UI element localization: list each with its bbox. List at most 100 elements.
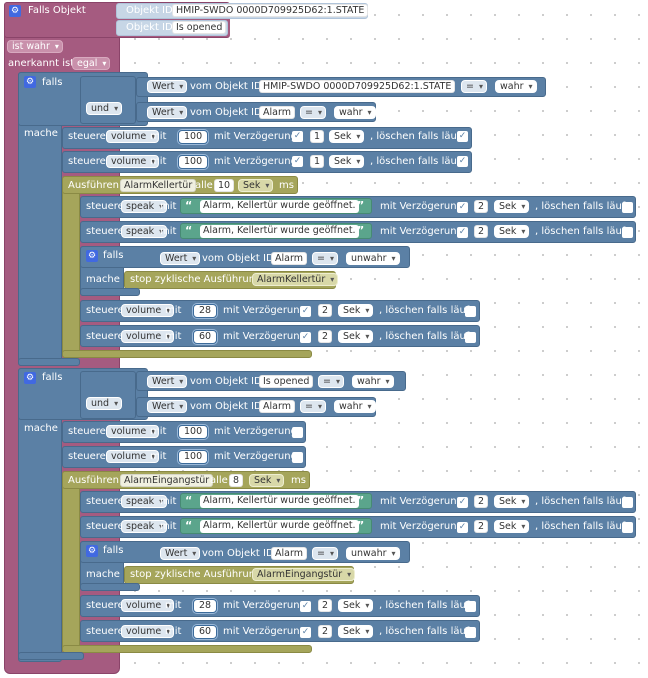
object-dropdown[interactable]: speak — [121, 225, 168, 238]
gear-icon[interactable]: ⚙ — [24, 76, 36, 88]
unit-dropdown[interactable]: Sek — [338, 625, 374, 638]
operator-dropdown[interactable]: = — [312, 547, 338, 560]
value-dropdown[interactable]: unwahr — [346, 252, 400, 265]
delay-field[interactable]: 2 — [474, 225, 489, 238]
text-value[interactable]: Alarm, Kellertür wurde geöffnet. — [200, 225, 359, 238]
value-field[interactable]: 100 — [178, 425, 209, 439]
delay-checkbox[interactable]: ✓ — [300, 627, 311, 638]
object-id-field[interactable]: HMIP-SWDO 0000D709925D62:1.STATE — [259, 80, 456, 93]
object-dropdown[interactable]: volume — [121, 625, 175, 638]
clear-checkbox[interactable] — [622, 202, 633, 213]
gear-icon[interactable]: ⚙ — [86, 250, 98, 262]
timer-name-field[interactable]: AlarmEingangstür — [120, 474, 214, 487]
clear-checkbox[interactable] — [465, 627, 476, 638]
gear-icon[interactable]: ⚙ — [9, 5, 21, 17]
control-block[interactable] — [80, 300, 480, 322]
condition-dropdown[interactable]: ist wahr — [7, 40, 63, 53]
and-dropdown[interactable]: und — [86, 102, 123, 115]
interval-field[interactable]: 10 — [214, 179, 235, 192]
object-id-field[interactable]: Alarm — [271, 252, 307, 265]
interval-unit-dropdown[interactable]: Sek — [238, 179, 274, 192]
delay-field[interactable]: 2 — [318, 625, 333, 638]
delay-field[interactable]: 2 — [474, 200, 489, 213]
object-dropdown[interactable]: volume — [106, 130, 160, 143]
if-block-1-footer[interactable] — [18, 358, 80, 366]
if-block-2-footer[interactable] — [18, 652, 84, 660]
value-type-dropdown[interactable]: Wert — [147, 400, 188, 413]
delay-field[interactable]: 2 — [474, 520, 489, 533]
value-field[interactable]: 100 — [178, 155, 209, 169]
timer-block[interactable] — [62, 176, 80, 358]
delay-checkbox[interactable] — [292, 427, 303, 438]
control-block[interactable] — [80, 325, 480, 347]
object-id-field[interactable]: Alarm — [259, 400, 295, 413]
value-field[interactable]: 28 — [193, 599, 218, 613]
object-dropdown[interactable]: speak — [121, 520, 168, 533]
unit-dropdown[interactable]: Sek — [494, 225, 530, 238]
control-block[interactable] — [80, 620, 480, 642]
value-field[interactable]: 60 — [193, 330, 218, 344]
delay-checkbox[interactable]: ✓ — [457, 522, 468, 533]
unit-dropdown[interactable]: Sek — [329, 130, 365, 143]
text-value[interactable]: Alarm, Kellertür wurde geöffnet. — [200, 495, 359, 508]
stop-name-dropdown[interactable]: AlarmEingangstür — [252, 568, 356, 581]
object-dropdown[interactable]: volume — [106, 155, 160, 168]
delay-checkbox[interactable]: ✓ — [292, 131, 303, 142]
object-id-field[interactable]: Alarm — [271, 547, 307, 560]
object-dropdown[interactable]: speak — [121, 200, 168, 213]
timer-name-field[interactable]: AlarmKellertür — [120, 179, 197, 192]
gear-icon[interactable]: ⚙ — [24, 372, 36, 384]
timer-footer[interactable] — [62, 350, 312, 358]
control-block[interactable] — [62, 127, 472, 149]
inner-if-footer[interactable] — [80, 288, 140, 296]
clear-checkbox[interactable] — [465, 332, 476, 343]
object-dropdown[interactable]: volume — [121, 304, 175, 317]
text-value[interactable]: Alarm, Kellertür wurde geöffnet. — [200, 200, 359, 213]
delay-field[interactable]: 1 — [310, 130, 325, 143]
inner-if-footer[interactable] — [80, 583, 140, 591]
value-type-dropdown[interactable]: Wert — [147, 375, 188, 388]
value-type-dropdown[interactable]: Wert — [147, 106, 188, 119]
unit-dropdown[interactable]: Sek — [494, 200, 530, 213]
delay-field[interactable]: 2 — [474, 495, 489, 508]
unit-dropdown[interactable]: Sek — [494, 495, 530, 508]
unit-dropdown[interactable]: Sek — [338, 330, 374, 343]
clear-checkbox[interactable]: ✓ — [457, 156, 468, 167]
and-block[interactable] — [80, 371, 136, 419]
object-dropdown[interactable]: volume — [106, 425, 160, 438]
text-value[interactable]: Alarm, Kellertür wurde geöffnet. — [200, 520, 359, 533]
delay-checkbox[interactable]: ✓ — [300, 306, 311, 317]
control-block[interactable] — [62, 151, 472, 173]
unit-dropdown[interactable]: Sek — [329, 155, 365, 168]
control-block[interactable] — [80, 595, 480, 617]
object-dropdown[interactable]: speak — [121, 495, 168, 508]
operator-dropdown[interactable]: = — [461, 80, 487, 93]
gear-icon[interactable]: ⚙ — [86, 545, 98, 557]
delay-checkbox[interactable] — [292, 452, 303, 463]
value-dropdown[interactable]: unwahr — [346, 547, 400, 560]
interval-unit-dropdown[interactable]: Sek — [249, 474, 285, 487]
value-dropdown[interactable]: wahr — [334, 106, 376, 119]
operator-dropdown[interactable]: = — [300, 106, 326, 119]
value-field[interactable]: 100 — [178, 450, 209, 464]
clear-checkbox[interactable] — [465, 601, 476, 612]
value-dropdown[interactable]: wahr — [334, 400, 376, 413]
value-dropdown[interactable]: wahr — [352, 375, 394, 388]
unit-dropdown[interactable]: Sek — [494, 520, 530, 533]
stop-name-dropdown[interactable]: AlarmKellertür — [252, 273, 339, 286]
delay-field[interactable]: 1 — [310, 155, 325, 168]
value-type-dropdown[interactable]: Wert — [160, 252, 201, 265]
unit-dropdown[interactable]: Sek — [338, 599, 374, 612]
value-field[interactable]: 100 — [178, 130, 209, 144]
clear-checkbox[interactable] — [622, 522, 633, 533]
value-field[interactable]: 28 — [193, 304, 218, 318]
delay-field[interactable]: 2 — [318, 599, 333, 612]
clear-checkbox[interactable] — [465, 306, 476, 317]
timer-footer[interactable] — [62, 645, 312, 653]
unit-dropdown[interactable]: Sek — [338, 304, 374, 317]
object-dropdown[interactable]: volume — [121, 330, 175, 343]
delay-checkbox[interactable]: ✓ — [457, 497, 468, 508]
delay-checkbox[interactable]: ✓ — [292, 156, 303, 167]
value-field[interactable]: 60 — [193, 625, 218, 639]
object-id-value[interactable]: Is opened — [172, 21, 227, 34]
